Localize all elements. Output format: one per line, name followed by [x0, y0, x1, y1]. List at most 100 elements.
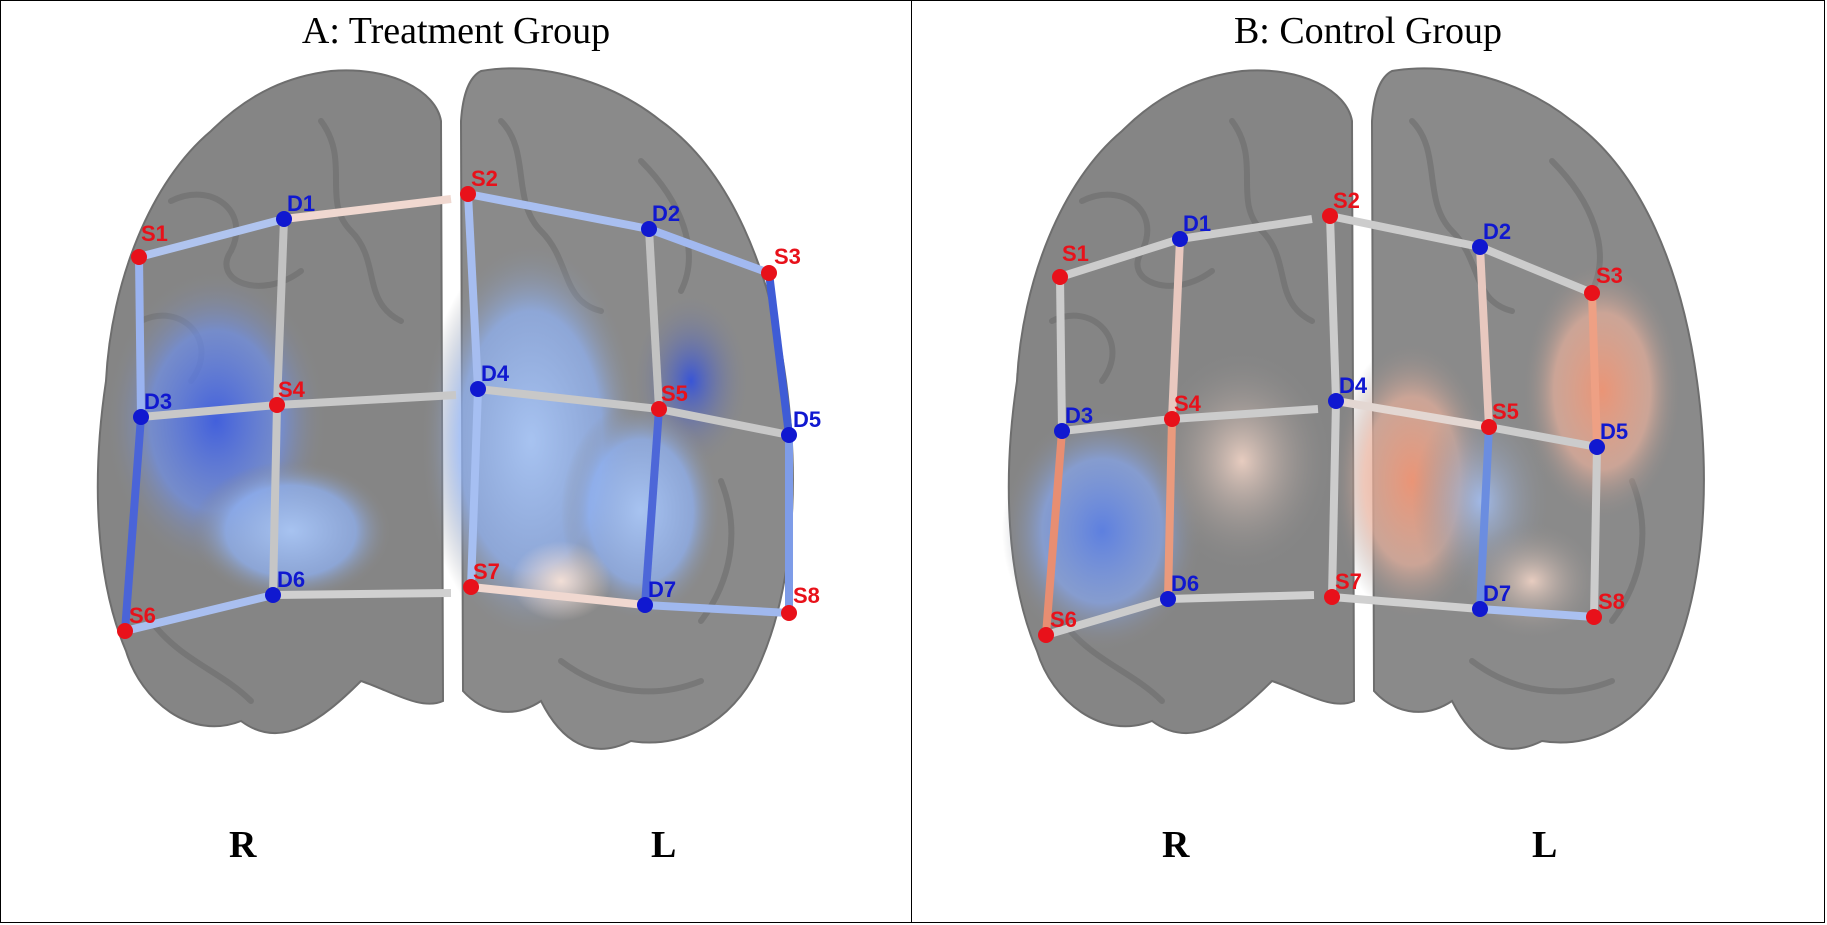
label-s3: S3 — [774, 244, 801, 269]
channel-d1-s2 — [283, 195, 452, 223]
label-d2: D2 — [1483, 219, 1511, 244]
activation-left-positive — [511, 541, 611, 621]
channel-s2-d2 — [467, 190, 650, 233]
channel-d4-s5 — [477, 385, 660, 413]
label-d3: D3 — [144, 389, 172, 414]
source-s6 — [1038, 627, 1054, 643]
label-s1: S1 — [1062, 241, 1089, 266]
channel-s1-d3 — [135, 256, 145, 418]
label-d4: D4 — [481, 361, 510, 386]
source-s4 — [1164, 411, 1180, 427]
panel-b: B: Control Group — [912, 1, 1824, 922]
channel-s4-d6 — [1164, 418, 1176, 600]
detector-d2 — [641, 221, 657, 237]
label-s4: S4 — [1174, 391, 1202, 416]
activation-right-lower — [191, 461, 391, 601]
detector-d5 — [781, 427, 797, 443]
source-s3 — [1584, 285, 1600, 301]
source-s4 — [269, 397, 285, 413]
source-s3 — [761, 265, 777, 281]
channel-s2-d4 — [464, 193, 482, 390]
source-s7 — [1324, 589, 1340, 605]
activation-left-lateral — [1522, 261, 1682, 521]
label-s8: S8 — [793, 583, 820, 608]
label-d6: D6 — [277, 567, 305, 592]
channel-d2-s3 — [1478, 243, 1594, 297]
detector-d3 — [133, 409, 149, 425]
source-s6 — [117, 623, 133, 639]
source-s8 — [781, 605, 797, 621]
detector-d1 — [276, 211, 292, 227]
label-d1: D1 — [1183, 211, 1211, 236]
channel-d7-s8 — [1479, 605, 1595, 621]
label-d7: D7 — [1483, 581, 1511, 606]
panel-a-left-label: L — [651, 824, 677, 866]
channel-d4-s7 — [1328, 400, 1340, 598]
channel-d2-s5 — [1476, 246, 1493, 428]
channel-d5-s8 — [1590, 446, 1601, 618]
optodes: S1 S2 S3 S4 S5 S6 S7 S8 D1 D2 — [117, 166, 821, 639]
channel-s1-d1 — [137, 215, 286, 261]
channel-s4-d6 — [269, 404, 281, 596]
channel-s5-d5 — [1488, 423, 1598, 451]
channel-s2-d4 — [1326, 215, 1340, 402]
detector-d4 — [1328, 393, 1344, 409]
label-d2: D2 — [652, 201, 680, 226]
channel-s3-d5 — [1588, 292, 1601, 448]
detector-d1 — [1172, 231, 1188, 247]
channel-d2-s3 — [647, 225, 771, 277]
source-s5 — [1481, 419, 1497, 435]
source-s7 — [463, 579, 479, 595]
source-s2 — [460, 186, 476, 202]
channel-s1-d3 — [1056, 276, 1066, 432]
label-s1: S1 — [141, 221, 168, 246]
label-d3: D3 — [1065, 403, 1093, 428]
channel-d3-s6 — [121, 416, 145, 632]
channel-d6-s7 — [272, 589, 452, 599]
channel-d1-s4 — [273, 218, 288, 406]
panel-a-brain-map: S1 S2 S3 S4 S5 S6 S7 S8 D1 D2 — [96, 67, 821, 750]
panel-b-title: B: Control Group — [1233, 10, 1503, 52]
channel-s5-d7 — [641, 408, 663, 606]
channel-d3-s6 — [1042, 430, 1066, 636]
source-s1 — [1052, 269, 1068, 285]
channel-d3-s4 — [140, 401, 278, 421]
source-s2 — [1322, 208, 1338, 224]
label-s8: S8 — [1598, 589, 1625, 614]
channel-lines — [121, 190, 793, 635]
detector-d6 — [1160, 591, 1176, 607]
label-s4: S4 — [278, 377, 306, 402]
detector-d4 — [470, 381, 486, 397]
label-s7: S7 — [473, 559, 500, 584]
channel-s6-d6 — [124, 591, 274, 635]
channel-s3-d5 — [765, 272, 793, 436]
source-s8 — [1586, 609, 1602, 625]
detector-d7 — [637, 597, 653, 613]
source-s1 — [131, 249, 147, 265]
channel-s6-d6 — [1044, 595, 1170, 639]
channel-s7-d7 — [1331, 593, 1481, 613]
channel-s2-d2 — [1329, 212, 1481, 251]
detector-d2 — [1472, 239, 1488, 255]
channel-d2-s5 — [645, 228, 663, 410]
label-s2: S2 — [1333, 188, 1360, 213]
label-s6: S6 — [1050, 607, 1077, 632]
source-s5 — [651, 401, 667, 417]
label-d4: D4 — [1339, 373, 1368, 398]
channel-d4-s5 — [1335, 397, 1490, 431]
panel-a: A: Treatment Group — [1, 1, 912, 922]
panel-a-right-label: R — [229, 824, 257, 866]
channel-d4-s7 — [467, 388, 482, 588]
detector-d7 — [1472, 601, 1488, 617]
gyri-texture — [138, 118, 735, 704]
panel-a-title: A: Treatment Group — [301, 10, 611, 52]
label-s2: S2 — [471, 166, 498, 191]
detector-d5 — [1589, 439, 1605, 455]
activation-right-medial — [1152, 351, 1332, 571]
channel-d6-s7 — [1167, 591, 1315, 603]
label-d1: D1 — [287, 191, 315, 216]
channel-d7-s8 — [644, 601, 790, 617]
label-s7: S7 — [1335, 569, 1362, 594]
label-s6: S6 — [129, 603, 156, 628]
